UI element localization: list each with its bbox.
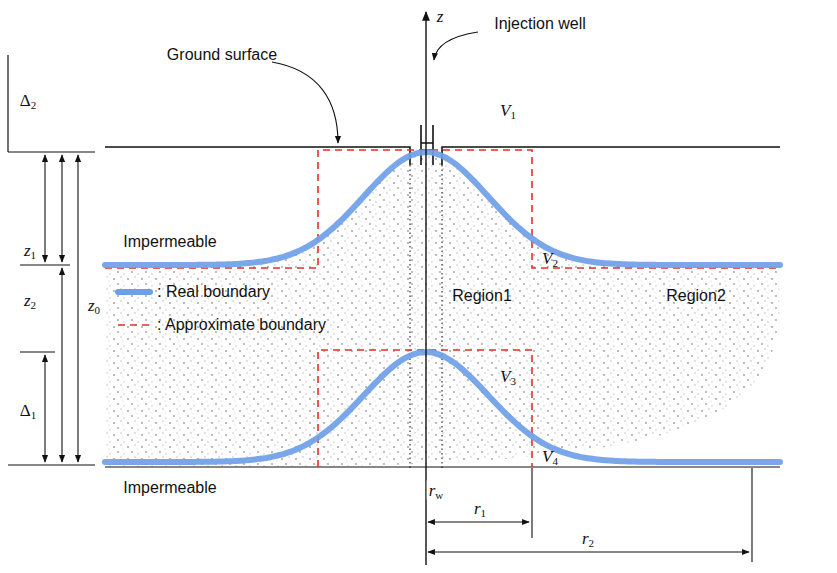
dimension-label: z2 (24, 292, 36, 309)
label-patch (427, 481, 446, 500)
callout-label: Injection well (494, 16, 586, 32)
real-boundary-curve (105, 152, 780, 265)
volume-label: V1 (500, 102, 516, 119)
dimension-label: r2 (582, 530, 594, 547)
leader-arrow (434, 32, 478, 60)
dimension-lines (8, 152, 752, 562)
legend-text: : Real boundary (157, 284, 270, 300)
volume-label: V4 (542, 448, 558, 465)
aquifer-texture (105, 152, 779, 467)
label-patch (472, 499, 488, 518)
callout-label: Ground surface (167, 47, 277, 63)
legend-text: : Approximate boundary (157, 317, 326, 333)
z-axis (425, 12, 426, 565)
legend-dash-sample (118, 324, 150, 326)
aquifer-texture (105, 152, 779, 467)
axis-label: z (437, 8, 444, 25)
region-label: Region2 (666, 288, 726, 304)
dimension-label: Δ1 (20, 402, 36, 419)
legend-line-sample (118, 289, 150, 295)
approximate-boundary (105, 150, 780, 467)
real-boundary (105, 152, 780, 462)
dimension-label: z1 (24, 242, 36, 259)
real-boundary-curve (105, 352, 780, 462)
region-label: Region1 (452, 288, 512, 304)
base-line (105, 467, 780, 468)
layer-label: Impermeable (123, 234, 216, 250)
volume-label: V2 (542, 250, 558, 267)
volume-label: V3 (500, 368, 516, 385)
frame-line (7, 55, 8, 152)
leader-arrow (272, 62, 338, 143)
dimension-label: r1 (474, 500, 486, 517)
injection-well-pipe (421, 125, 433, 165)
dimension-label: Δ2 (20, 92, 36, 109)
dimension-label: z0 (88, 297, 100, 314)
dimension-label: rw (429, 482, 444, 499)
layer-label: Impermeable (123, 480, 216, 496)
label-patch (580, 529, 596, 548)
